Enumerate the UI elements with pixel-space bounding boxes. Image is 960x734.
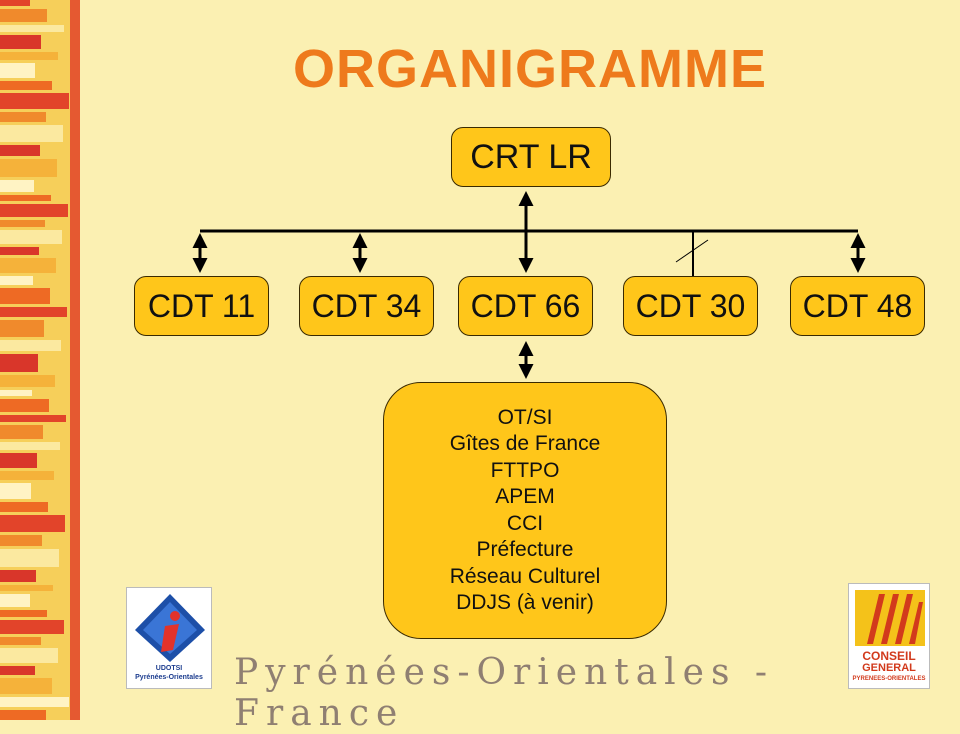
partner-item: FTTPO bbox=[490, 458, 560, 482]
conseil-general-line1: CONSEIL bbox=[862, 649, 916, 663]
catalan-stripes-icon bbox=[855, 590, 925, 646]
udotsi-logo: UDOTSI Pyrénées-Orientales bbox=[126, 587, 212, 689]
partner-item: Réseau Culturel bbox=[449, 564, 601, 588]
page-title: ORGANIGRAMME bbox=[293, 39, 767, 99]
partner-item: OT/SI bbox=[497, 405, 553, 429]
partner-item: CCI bbox=[506, 511, 544, 535]
node-cdt-34: CDT 34 bbox=[299, 276, 434, 336]
partner-item: APEM bbox=[495, 485, 555, 508]
node-partners: OT/SI Gîtes de France FTTPO APEM CCI Pré… bbox=[383, 382, 667, 639]
footer-region-text: Pyrénées-Orientales - France bbox=[234, 652, 775, 734]
node-cdt-11: CDT 11 bbox=[134, 276, 269, 336]
conseil-general-line3: PYRENEES-ORIENTALES bbox=[852, 676, 926, 682]
conseil-general-logo: CONSEIL GENERAL PYRENEES-ORIENTALES bbox=[848, 583, 930, 689]
decorative-stripes bbox=[0, 0, 80, 720]
partner-item: DDJS (à venir) bbox=[456, 591, 594, 614]
partner-item: Gîtes de France bbox=[449, 432, 601, 455]
udotsi-logo-sublabel: Pyrénées-Orientales bbox=[135, 674, 203, 681]
node-cdt-48: CDT 48 bbox=[790, 276, 925, 336]
cdt30-break-mark bbox=[675, 239, 709, 263]
info-i-icon bbox=[135, 594, 205, 662]
partner-item: Préfecture bbox=[476, 538, 574, 561]
conseil-general-line2: GENERAL bbox=[862, 662, 916, 674]
node-cdt-30: CDT 30 bbox=[623, 276, 758, 336]
udotsi-logo-label: UDOTSI bbox=[155, 665, 183, 672]
node-crt-lr: CRT LR bbox=[451, 127, 611, 187]
node-cdt-66: CDT 66 bbox=[458, 276, 593, 336]
